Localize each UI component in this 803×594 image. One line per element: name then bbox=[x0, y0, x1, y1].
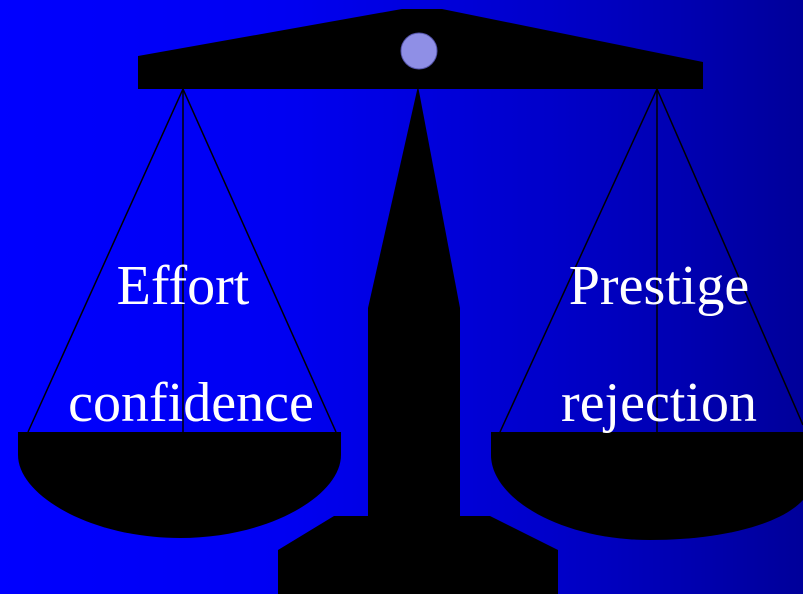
right-pan-label-rejection: rejection bbox=[561, 375, 757, 431]
right-pan bbox=[491, 432, 803, 540]
pivot-knob-icon bbox=[401, 33, 437, 69]
right-pan-label-prestige: Prestige bbox=[569, 258, 749, 314]
scale-pillar bbox=[368, 86, 460, 516]
left-pan bbox=[18, 432, 341, 538]
left-pan-label-confidence: confidence bbox=[68, 375, 314, 431]
scale-base bbox=[278, 516, 558, 594]
left-pan-label-effort: Effort bbox=[117, 258, 250, 314]
